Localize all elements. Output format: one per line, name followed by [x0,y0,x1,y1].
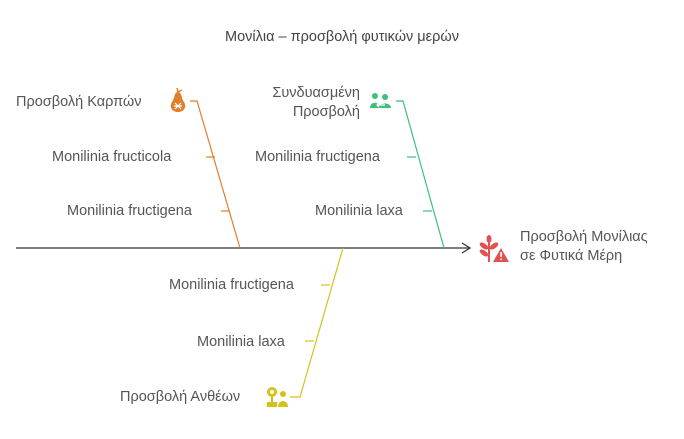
cause-label: Monilinia fructigena [67,203,192,219]
branch-combined-label-line2: Προσβολή [292,104,360,120]
people-icon [370,93,391,108]
branch-flowers-line [290,247,344,398]
spine-arrowhead [461,242,472,254]
wheat-warning-icon [479,235,509,262]
effect-label-line2: σε Φυτικά Μέρη [520,248,623,264]
cause-label: Monilinia laxa [315,203,403,219]
pear-icon [170,88,186,112]
effect-label-line1: Προσβολή Μονίλιας [520,229,648,245]
cause-label: Monilinia fructigena [169,277,294,293]
branch-combined-line [396,100,445,249]
flower-person-icon [267,387,288,407]
branch-fruit-line [190,100,241,249]
branch-combined-label-line1: Συνδυασμένη [272,85,360,101]
cause-label: Monilinia fructicola [52,149,172,165]
cause-label: Monilinia laxa [197,334,285,350]
branch-fruit-label: Προσβολή Καρπών [16,94,142,110]
branch-flowers-label: Προσβολή Ανθέων [120,389,241,405]
cause-label: Monilinia fructigena [255,149,380,165]
diagram-title: Μονίλια – προσβολή φυτικών μερών [225,29,459,45]
